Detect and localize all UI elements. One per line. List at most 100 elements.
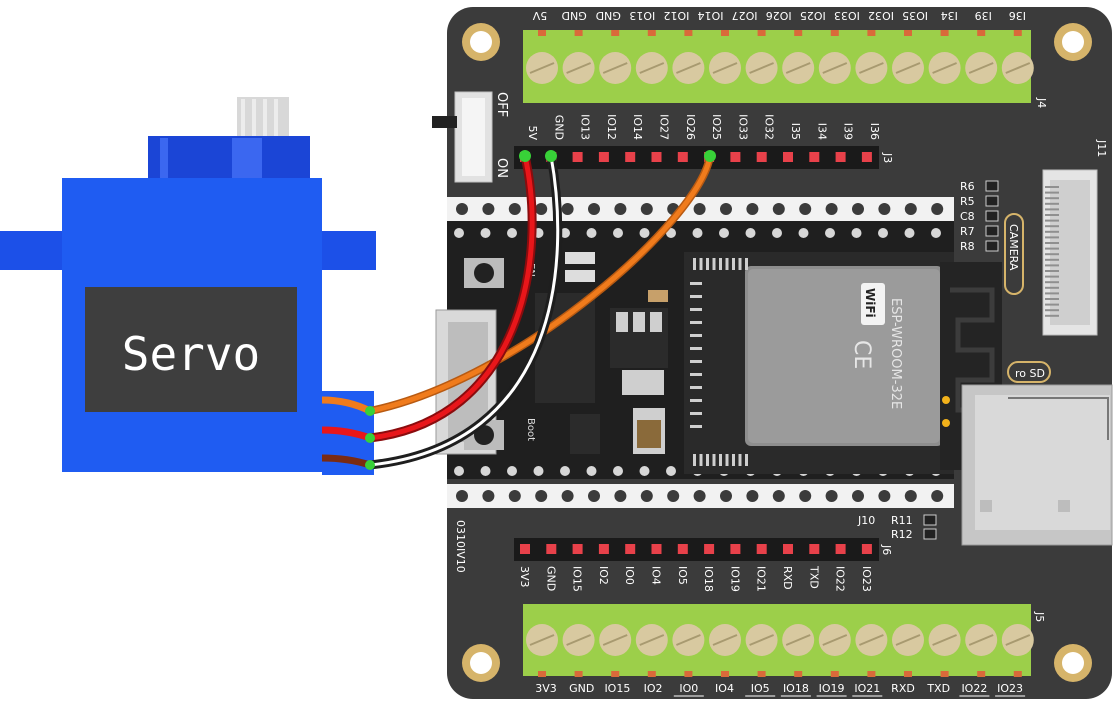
bottom-terminal-pad xyxy=(538,671,546,677)
esp32-pin xyxy=(666,466,676,476)
top-terminal-label: IO35 xyxy=(902,9,928,22)
header-socket-hole xyxy=(957,203,970,215)
j6-pin xyxy=(598,544,609,554)
bottom-terminal-screws xyxy=(526,624,1034,677)
wifi-text: WiFi xyxy=(863,288,877,318)
esp32-pin xyxy=(719,228,729,238)
j6-pin-label: IO21 xyxy=(755,566,768,592)
header-socket-hole xyxy=(508,490,521,502)
usb-uart-chip xyxy=(535,293,595,403)
j3-pin xyxy=(861,152,872,162)
j3-pin-label: IO25 xyxy=(710,114,723,140)
bottom-terminal-pad xyxy=(1013,671,1022,677)
module-pad xyxy=(706,454,709,466)
header-gnd-endpoint xyxy=(545,150,557,162)
switch-on-label: ON xyxy=(494,158,509,178)
top-terminal-label: GND xyxy=(596,9,621,22)
header-socket-hole xyxy=(535,203,548,215)
bottom-terminal-pad xyxy=(830,671,839,677)
module-pad xyxy=(690,399,702,402)
header-socket-hole xyxy=(852,203,864,215)
j6-pin-label: TXD xyxy=(807,565,820,589)
top-terminal-label: IO33 xyxy=(834,9,860,22)
header-j3 xyxy=(514,146,879,169)
esp32-pin xyxy=(692,228,703,238)
camera-tooth xyxy=(1045,197,1059,200)
esp32-pin xyxy=(507,228,517,238)
module-pad xyxy=(690,412,702,415)
camera-tooth xyxy=(1045,236,1059,239)
bottom-terminal-slot xyxy=(932,634,957,646)
header-socket-hole xyxy=(535,490,548,502)
module-pad xyxy=(690,321,702,324)
bottom-terminal-slot xyxy=(749,634,774,646)
header-socket-hole xyxy=(614,490,627,502)
j3-pin-label: 5V xyxy=(526,125,539,140)
header-socket-hole xyxy=(931,203,944,215)
module-pad xyxy=(732,454,735,466)
header-socket-hole xyxy=(693,203,706,215)
esp32-pin xyxy=(533,466,544,476)
j3-pin-label: I36 xyxy=(868,123,881,140)
header-socket-hole xyxy=(561,203,574,215)
module-pad xyxy=(690,334,702,337)
module-pad xyxy=(745,454,748,466)
top-terminal-slot xyxy=(639,62,665,74)
camera-tooth xyxy=(1045,286,1059,289)
j6-pin xyxy=(651,544,662,554)
top-terminal-label: IO13 xyxy=(629,9,655,22)
top-terminal-slot xyxy=(602,62,628,74)
top-terminal-slot xyxy=(712,62,738,74)
header-socket-hole xyxy=(640,490,653,502)
bottom-terminal-slot xyxy=(859,634,884,646)
j6-pin-label: IO5 xyxy=(676,566,689,585)
esp32-pin xyxy=(480,466,491,476)
esp32-pin xyxy=(639,466,650,476)
bottom-terminal-label: IO4 xyxy=(715,682,734,695)
pin-row-top xyxy=(454,228,941,238)
bottom-terminal-pad xyxy=(574,671,583,677)
module-name: ESP-WROOM-32E xyxy=(888,298,903,409)
top-terminal-pad xyxy=(867,30,876,36)
header-socket-hole xyxy=(482,490,495,502)
bottom-terminal-label: IO18 xyxy=(783,682,809,695)
header-socket-hole xyxy=(746,203,759,215)
camera-tooth xyxy=(1045,191,1059,194)
ground-wire xyxy=(369,155,560,467)
camera-tooth xyxy=(1045,298,1059,300)
module-pad xyxy=(690,282,702,285)
top-terminal-slot xyxy=(529,62,555,74)
module-pad xyxy=(699,454,703,466)
camera-label: CAMERA xyxy=(1007,224,1020,271)
top-terminal-pad xyxy=(721,30,729,36)
module-pad xyxy=(719,454,722,466)
camera-tooth xyxy=(1045,219,1059,222)
resistor-part xyxy=(985,195,999,207)
j3-pin-label: IO13 xyxy=(579,114,592,140)
signal-wire xyxy=(369,155,713,414)
esp32-pin xyxy=(560,466,570,476)
bottom-terminal-slot xyxy=(566,634,591,646)
top-terminal-pad xyxy=(904,30,912,36)
power-switch: OFF ON xyxy=(432,91,509,183)
bottom-terminal-label: IO19 xyxy=(819,682,845,695)
j6-pin-label: IO19 xyxy=(728,566,741,592)
top-terminal-pad xyxy=(538,30,546,36)
camera-tooth xyxy=(1045,208,1059,211)
camera-connector-teeth xyxy=(1045,186,1059,317)
esp32-pin xyxy=(825,228,835,238)
top-terminal-label: 5V xyxy=(532,9,547,22)
j3-pin-label: IO26 xyxy=(684,114,697,140)
esp32-pin xyxy=(560,228,570,238)
bottom-terminal-slot xyxy=(1005,634,1031,646)
header-socket-hole xyxy=(825,203,838,215)
module-pad xyxy=(719,258,722,270)
resistor-part xyxy=(985,210,999,222)
esp32-pin xyxy=(586,228,597,238)
j3-pin-label: I39 xyxy=(842,123,855,140)
bottom-terminal-slot xyxy=(712,634,738,646)
header-socket-hole xyxy=(746,490,759,502)
